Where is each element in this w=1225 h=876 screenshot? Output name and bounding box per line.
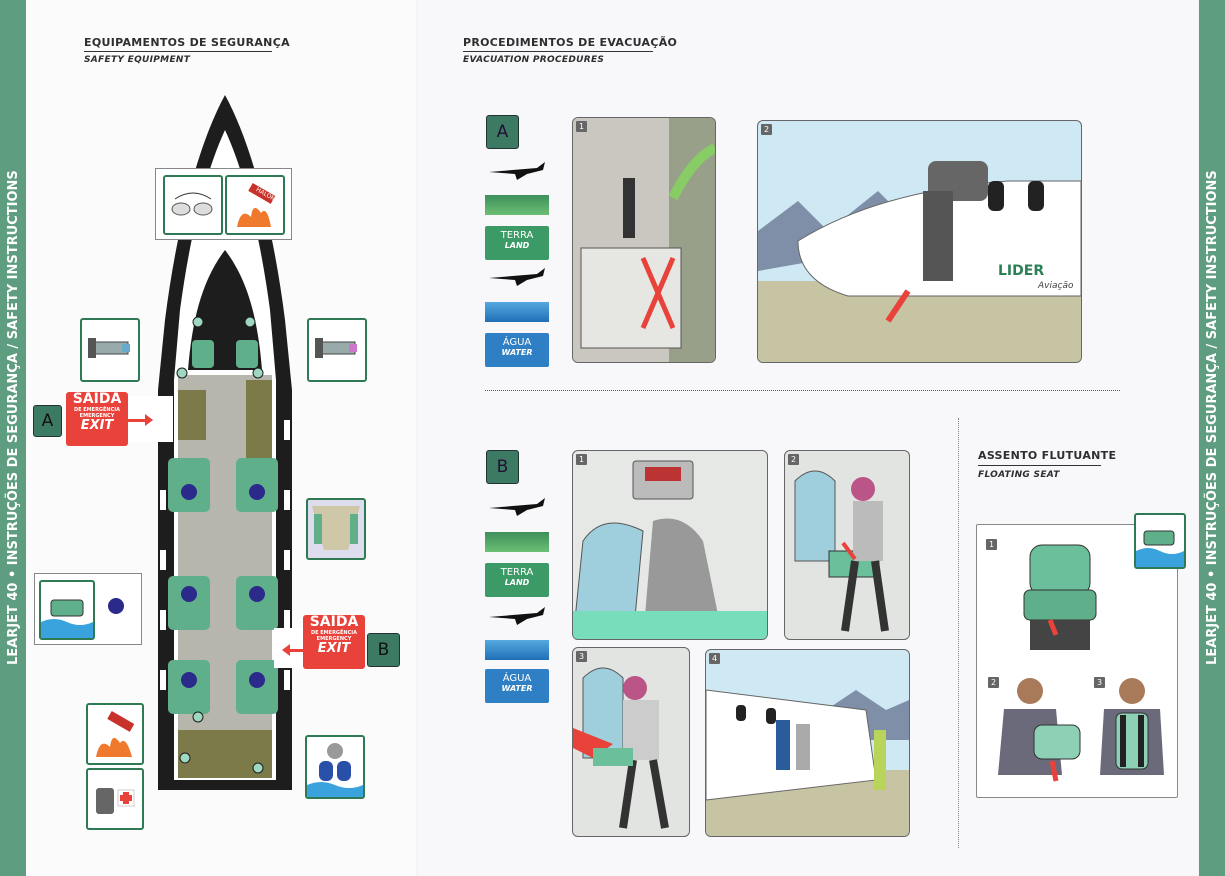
seat-step-1-illustration: 1 (986, 535, 1110, 665)
life-vest-icon (305, 735, 365, 799)
first-aid-icon (86, 768, 144, 830)
exit-b-arrowhead-icon (282, 644, 290, 656)
land-label-pt: TERRA (500, 230, 534, 241)
floating-seat-icon (39, 580, 95, 640)
brand-sub: Aviação (1038, 281, 1074, 291)
equipment-location-dots (176, 316, 264, 774)
floating-seat-title: ASSENTO FLUTUANTE (978, 449, 1117, 462)
brand-logo: LIDER (998, 263, 1045, 279)
water-label: ÁGUA WATER (485, 333, 549, 367)
evacuation-subtitle: EVACUATION PROCEDURES (463, 55, 605, 65)
exit-b-letter: B (367, 633, 400, 667)
aircraft-floorplan (158, 95, 292, 790)
seat-step-3-illustration: 3 (1090, 675, 1172, 790)
exit-b-line3: EMERGENCY (316, 636, 352, 642)
floating-seat-subtitle: FLOATING SEAT (978, 470, 1060, 480)
step-b1-illustration: 1 (572, 450, 768, 640)
step-number: 3 (576, 651, 587, 662)
cabin-aisle-icon (306, 498, 366, 560)
exit-a-sign: SAÍDA DE EMERGÊNCIA EMERGENCY EXIT (66, 392, 128, 446)
step-number: 3 (1094, 677, 1105, 688)
land-label: TERRA LAND (485, 563, 549, 597)
left-sidebar (0, 0, 26, 876)
plane-landing-icon (487, 494, 547, 518)
safety-equipment-subtitle: SAFETY EQUIPMENT (84, 55, 191, 65)
column-divider (958, 418, 959, 848)
seat-location-dot-icon (108, 598, 124, 614)
seat-step-2-illustration: 2 (984, 675, 1084, 790)
land-label-pt: TERRA (500, 567, 534, 578)
exit-a-line4: EXIT (80, 418, 114, 433)
exit-a-line1: SAÍDA (72, 391, 122, 407)
exit-b-sign: SAÍDA DE EMERGÊNCIA EMERGENCY EXIT (303, 615, 365, 669)
plane-ditching-icon (487, 603, 547, 627)
section-a-letter: A (486, 115, 519, 149)
step-b2-illustration: 2 (784, 450, 910, 640)
left-sidebar-text: LEARJET 40 • INSTRUÇÕES DE SEGURANÇA / S… (6, 170, 21, 665)
water-label: ÁGUA WATER (485, 669, 549, 703)
galley-left (178, 390, 206, 440)
water-strip (485, 640, 549, 660)
title-rule (463, 51, 653, 52)
exit-b-line1: SAÍDA (309, 614, 359, 630)
flashlight-icon (307, 318, 367, 382)
land-label-en: LAND (504, 578, 530, 587)
exit-b-line2: DE EMERGÊNCIA (310, 630, 358, 636)
section-b-letter: B (486, 450, 519, 484)
water-label-pt: ÁGUA (502, 337, 532, 348)
step-number: 1 (986, 539, 997, 550)
oxygen-mask-icon (163, 175, 223, 235)
step-number: 4 (709, 653, 720, 664)
exit-a-arrowhead-icon (145, 414, 153, 426)
title-rule (84, 51, 272, 52)
exit-b-line4: EXIT (317, 641, 351, 656)
step-b3-illustration: 3 (572, 647, 690, 837)
water-label-en: WATER (501, 348, 533, 357)
right-sidebar (1199, 0, 1225, 876)
water-strip (485, 302, 549, 322)
step-number: 1 (576, 454, 587, 465)
exit-a-line3: EMERGENCY (79, 413, 115, 419)
section-divider (485, 390, 1120, 391)
exit-b-arrow-icon (290, 649, 306, 652)
step-b4-illustration: 4 (705, 649, 910, 837)
cabin-right-block (246, 380, 272, 460)
land-label: TERRA LAND (485, 226, 549, 260)
land-strip (485, 532, 549, 552)
title-rule (978, 465, 1101, 466)
exit-a-letter: A (33, 405, 62, 437)
right-sidebar-text: LEARJET 40 • INSTRUÇÕES DE SEGURANÇA / S… (1205, 170, 1220, 665)
cockpit-seat-left (192, 340, 214, 368)
halon-extinguisher-icon: HALON (225, 175, 285, 235)
exit-a-line2: DE EMERGÊNCIA (73, 407, 121, 413)
step-number: 2 (988, 677, 999, 688)
step-a1-illustration: 1 (572, 117, 716, 363)
step-a2-illustration: LIDER Aviação 2 (757, 120, 1082, 363)
water-label-en: WATER (501, 684, 533, 693)
safety-equipment-title: EQUIPAMENTOS DE SEGURANÇA (84, 36, 290, 49)
step-number: 2 (761, 124, 772, 135)
step-number: 2 (788, 454, 799, 465)
plane-ditching-icon (487, 264, 547, 288)
halon-extinguisher-icon (86, 703, 144, 765)
land-label-en: LAND (504, 241, 530, 250)
evacuation-title: PROCEDIMENTOS DE EVACUAÇÃO (463, 36, 678, 49)
water-label-pt: ÁGUA (502, 673, 532, 684)
step-number: 1 (576, 121, 587, 132)
passenger-seats (168, 458, 278, 714)
flashlight-icon (80, 318, 140, 382)
land-strip (485, 195, 549, 215)
cockpit-seat-right (236, 340, 258, 368)
floating-seat-icon (1134, 513, 1186, 569)
exit-a-arrow-icon (128, 419, 146, 422)
plane-landing-icon (487, 158, 547, 182)
